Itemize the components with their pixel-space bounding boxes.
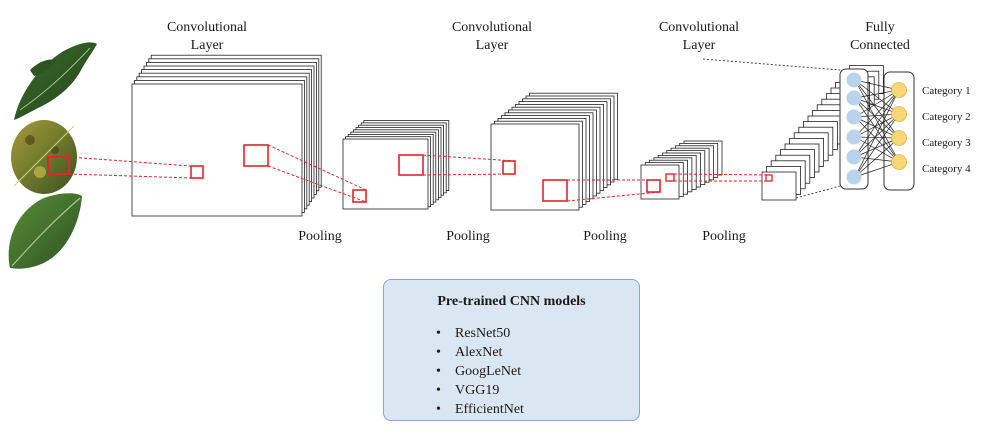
fc-input-node: [846, 72, 862, 88]
fc-edge: [854, 97, 900, 115]
conv1-patch-small: [190, 165, 204, 179]
feature-map: [761, 171, 797, 201]
fc-edge: [854, 79, 900, 163]
fc-edge: [854, 97, 900, 139]
model-item: • VGG19: [432, 381, 524, 400]
fc-edge: [854, 89, 900, 158]
fc-output-node: [891, 130, 907, 146]
fc-edge: [854, 79, 900, 115]
category-1-label: Category 1: [922, 85, 971, 97]
category-4-label: Category 4: [922, 163, 971, 175]
pooling-label-1: Pooling: [298, 229, 342, 244]
conv-layer-1-stack: [131, 54, 322, 217]
flatten-connectors: [702, 58, 841, 199]
pooling-label-2: Pooling: [446, 229, 490, 244]
category-2-label: Category 2: [922, 111, 971, 123]
fc-input-node: [846, 149, 862, 165]
conv-layer-3-stack: [761, 65, 884, 201]
pooling-label-4: Pooling: [702, 229, 746, 244]
fc-output-node: [891, 82, 907, 98]
feature-map: [490, 123, 580, 211]
model-item: • EfficientNet: [432, 400, 524, 419]
fc-input-node: [846, 169, 862, 185]
model-item: • GoogLeNet: [432, 362, 524, 381]
model-name: AlexNet: [455, 345, 503, 360]
fc-edge: [854, 79, 900, 139]
conv2-patch-large: [542, 179, 568, 202]
fc-edge: [854, 136, 900, 163]
bullet-icon: •: [436, 402, 441, 417]
fc-edge: [854, 113, 900, 178]
pretrained-models-list: • ResNet50 • AlexNet • GoogLeNet • VGG19 • Ef…: [432, 324, 524, 419]
pretrained-models-panel: Pre-trained CNN models • ResNet50 • AlexNe…: [383, 279, 640, 421]
category-3-label: Category 3: [922, 137, 971, 149]
pool2-patch-tiny: [665, 173, 675, 182]
fc-edge: [854, 89, 900, 118]
fc-edge: [854, 89, 900, 178]
conv2-patch-left: [398, 154, 424, 176]
fc-edge: [854, 137, 900, 158]
model-item: • AlexNet: [432, 343, 524, 362]
fc-edge: [854, 113, 900, 138]
pool-layer-1-stack: [342, 120, 450, 210]
diseased-leaf-icon: [11, 120, 77, 194]
conv1-patch-large: [243, 144, 269, 167]
bullet-icon: •: [436, 364, 441, 379]
feature-map: [131, 83, 303, 217]
model-name: EfficientNet: [455, 402, 524, 417]
healthy-leaf-icon: [8, 193, 83, 269]
fc-input-node: [846, 129, 862, 145]
receptive-field-connectors: [68, 144, 773, 203]
feature-map: [342, 138, 429, 210]
fc-input-nodes: [846, 72, 862, 185]
model-name: ResNet50: [455, 326, 511, 341]
bullet-icon: •: [436, 383, 441, 398]
model-name: GoogLeNet: [455, 364, 522, 379]
bullet-icon: •: [436, 326, 441, 341]
pretrained-models-title: Pre-trained CNN models: [437, 294, 586, 309]
tomato-leaf-icon: [14, 42, 97, 120]
bullet-icon: •: [436, 345, 441, 360]
pooling-label-3: Pooling: [583, 229, 627, 244]
input-patch-box: [47, 156, 70, 175]
pool1-patch-small: [352, 189, 367, 203]
conv-layer-2-stack: [490, 92, 618, 211]
model-name: VGG19: [455, 383, 500, 398]
fc-edge: [854, 89, 900, 138]
fc-edge: [854, 97, 900, 163]
fc-output-node: [891, 106, 907, 122]
fc-edge: [854, 116, 900, 139]
fc-edge: [854, 113, 900, 158]
fc-input-node: [846, 90, 862, 106]
pool-layer-2-stack: [640, 140, 723, 200]
fc-output-nodes: [891, 82, 907, 170]
model-item: • ResNet50: [432, 324, 524, 343]
fc-input-node: [846, 109, 862, 125]
fc-output-node: [891, 154, 907, 170]
fc-edge: [854, 137, 900, 178]
fc-edge: [854, 116, 900, 163]
